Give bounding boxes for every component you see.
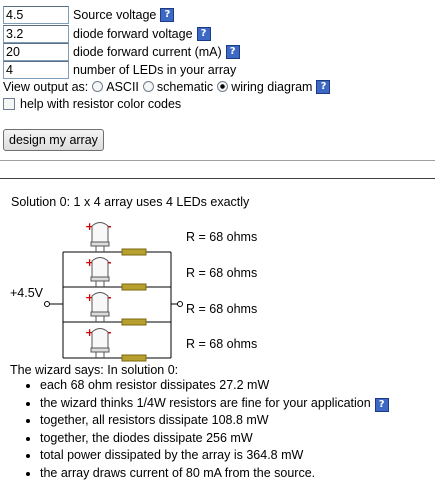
list-item: together, the diodes dissipate 256 mW — [40, 430, 389, 448]
led-count-input[interactable] — [3, 60, 69, 79]
led-icon — [91, 222, 109, 243]
radio-ascii[interactable] — [92, 81, 104, 92]
led-base — [90, 276, 110, 282]
help-icon[interactable]: ? — [316, 79, 331, 94]
wizard-list: each 68 ohm resistor dissipates 27.2 mW … — [22, 377, 389, 482]
color-codes-checkbox[interactable] — [3, 97, 15, 110]
led-plus: + — [85, 256, 94, 269]
wiring-diagram: + - + - + - + - — [44, 220, 183, 362]
led-minus: - — [107, 220, 112, 233]
led-base — [90, 347, 110, 353]
source-voltage-label: +4.5V — [10, 286, 44, 300]
color-codes-row: help with resistor color codes — [3, 94, 181, 113]
resistor-label: R = 68 ohms — [186, 337, 258, 351]
led-count-label: number of LEDs in your array — [73, 62, 237, 77]
led-minus: - — [107, 291, 112, 304]
list-item-text: together, the diodes dissipate 256 mW — [40, 430, 253, 445]
resistor-icon — [121, 248, 147, 256]
list-item-text: each 68 ohm resistor dissipates 27.2 mW — [40, 378, 270, 392]
radio-schematic[interactable] — [142, 81, 154, 92]
led-plus: + — [85, 326, 94, 339]
list-item: together, all resistors dissipate 108.8 … — [40, 412, 389, 430]
list-item-text: together, all resistors dissipate 108.8 … — [40, 413, 269, 427]
wizard-heading: The wizard says: In solution 0: — [10, 363, 179, 377]
design-my-array-button[interactable]: design my array — [3, 129, 104, 151]
help-icon[interactable]: ? — [160, 7, 175, 22]
resistor-icon — [121, 318, 147, 326]
source-voltage-input[interactable] — [3, 5, 69, 24]
source-voltage-row: Source voltage ? — [3, 5, 175, 24]
resistor-label: R = 68 ohms — [186, 266, 258, 280]
color-codes-label: help with resistor color codes — [20, 96, 182, 111]
view-output-row: View output as: ASCII schematic wiring d… — [3, 77, 331, 96]
led-icon — [91, 292, 109, 313]
list-item: total power dissipated by the array is 3… — [40, 447, 389, 465]
diode-voltage-label: diode forward voltage — [73, 26, 193, 41]
radio-wiring-diagram[interactable] — [217, 81, 229, 92]
led-row-1: + - — [85, 220, 147, 256]
led-row-3: + - — [85, 291, 147, 326]
help-icon[interactable]: ? — [196, 26, 211, 41]
resistor-icon — [121, 283, 147, 291]
resistor-label: R = 68 ohms — [186, 302, 258, 316]
help-icon[interactable]: ? — [374, 397, 389, 412]
led-row-4: + - — [85, 326, 147, 362]
diode-voltage-input[interactable] — [3, 24, 69, 43]
led-plus: + — [85, 220, 94, 233]
output-terminal — [177, 301, 183, 307]
led-count-row: number of LEDs in your array — [3, 60, 236, 79]
diode-current-label: diode forward current (mA) — [73, 44, 222, 59]
radio-ascii-label: ASCII — [106, 79, 139, 94]
list-item-text: the wizard thinks 1/4W resistors are fin… — [40, 395, 371, 410]
led-minus: - — [107, 256, 112, 269]
led-icon — [91, 328, 109, 349]
resistor-label: R = 68 ohms — [186, 230, 258, 244]
divider — [0, 178, 435, 179]
led-icon — [91, 257, 109, 278]
led-minus: - — [107, 326, 112, 339]
diode-current-row: diode forward current (mA) ? — [3, 42, 240, 61]
radio-wiring-diagram-label: wiring diagram — [231, 79, 313, 94]
list-item: each 68 ohm resistor dissipates 27.2 mW — [40, 377, 389, 395]
led-row-2: + - — [85, 256, 147, 291]
help-icon[interactable]: ? — [225, 44, 240, 59]
row-wires — [63, 251, 171, 359]
led-base — [90, 311, 110, 317]
view-output-label: View output as: — [3, 79, 89, 94]
list-item: the array draws current of 80 mA from th… — [40, 465, 389, 483]
source-terminal — [44, 301, 50, 307]
diode-current-input[interactable] — [3, 42, 69, 61]
list-item: the wizard thinks 1/4W resistors are fin… — [40, 395, 389, 413]
resistor-icon — [121, 354, 147, 362]
list-item-text: the array draws current of 80 mA from th… — [40, 465, 316, 480]
radio-schematic-label: schematic — [156, 79, 214, 94]
solution-title: Solution 0: 1 x 4 array uses 4 LEDs exac… — [11, 195, 250, 209]
diode-voltage-row: diode forward voltage ? — [3, 24, 211, 43]
divider — [0, 160, 435, 161]
led-plus: + — [85, 291, 94, 304]
led-base — [90, 241, 110, 247]
source-voltage-label: Source voltage — [73, 7, 157, 22]
list-item-text: total power dissipated by the array is 3… — [40, 448, 304, 462]
